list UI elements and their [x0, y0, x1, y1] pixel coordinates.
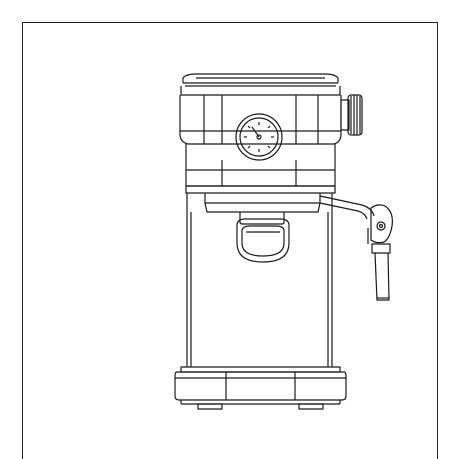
drip-tray-base [174, 366, 347, 410]
machine-lid [180, 73, 341, 96]
upper-housing [179, 95, 342, 145]
middle-band [185, 144, 336, 194]
portafilter [204, 193, 321, 263]
machine-body [186, 193, 333, 367]
pressure-gauge [235, 113, 283, 161]
steam-wand [319, 195, 393, 301]
control-knob [340, 94, 363, 136]
